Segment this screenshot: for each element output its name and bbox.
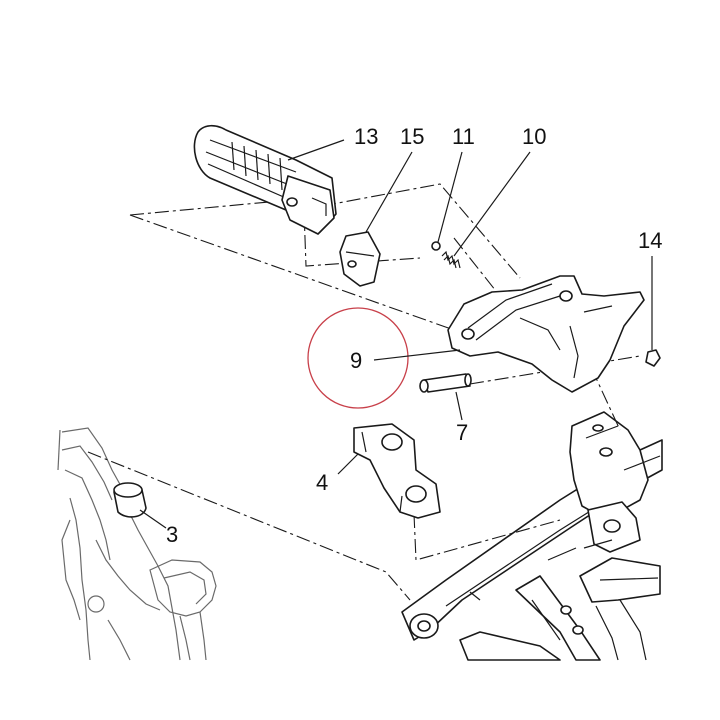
callout-11: 11 xyxy=(452,124,475,149)
assembly-line xyxy=(303,209,421,267)
footpeg-bracket xyxy=(447,275,645,393)
leader-line-11 xyxy=(437,151,463,243)
spring xyxy=(441,250,461,269)
leader-line-3 xyxy=(139,509,167,529)
retaining-clip xyxy=(645,349,661,367)
assembly-line xyxy=(413,513,561,561)
callout-7: 7 xyxy=(456,420,468,445)
callout-15: 15 xyxy=(400,124,424,149)
assembly-line xyxy=(129,214,455,331)
assembly-line xyxy=(129,199,291,216)
frame-structure xyxy=(57,411,663,661)
callout-labels: 13 15 11 10 14 9 7 4 3 xyxy=(166,124,662,547)
leader-line-4 xyxy=(337,453,359,475)
mounting-bracket xyxy=(353,423,441,519)
assembly-line xyxy=(87,451,411,601)
callout-14: 14 xyxy=(638,228,662,253)
callout-10: 10 xyxy=(522,124,546,149)
leader-line-7 xyxy=(455,391,463,421)
right-frame-assembly xyxy=(401,411,663,661)
footpeg-pad xyxy=(339,231,381,287)
highlight-circle xyxy=(307,307,409,409)
leader-lines xyxy=(139,139,653,529)
leader-line-13 xyxy=(287,139,345,161)
callout-9: 9 xyxy=(350,348,362,373)
assembly-line xyxy=(321,183,521,279)
leader-line-10 xyxy=(453,151,531,257)
left-frame-ghost xyxy=(57,427,217,661)
assembly-line xyxy=(559,299,621,431)
detent-ball xyxy=(431,241,441,251)
leader-line-15 xyxy=(365,151,413,233)
callout-3: 3 xyxy=(166,522,178,547)
callout-4: 4 xyxy=(316,470,328,495)
rubber-bushing xyxy=(113,482,147,518)
leader-line-9 xyxy=(373,349,461,361)
pivot-pin xyxy=(419,373,472,393)
footpeg-rubber xyxy=(193,124,337,235)
callout-13: 13 xyxy=(354,124,378,149)
